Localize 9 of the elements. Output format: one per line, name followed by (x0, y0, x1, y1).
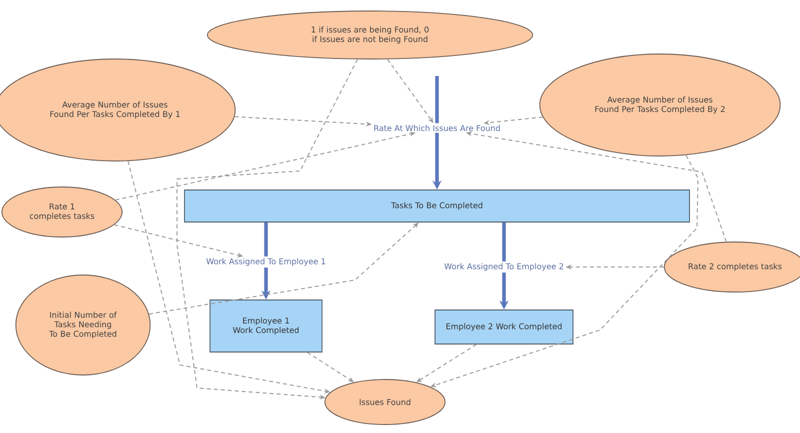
flow-pipe (435, 76, 439, 124)
flow-label: Rate At Which Issues Are Found (372, 123, 502, 133)
stock-box: Tasks To Be Completed (184, 190, 690, 222)
flow-pipe (264, 222, 268, 256)
stock-box: Employee 2 Work Completed (434, 310, 574, 344)
flow-label: Work Assigned To Employee 2 (442, 262, 566, 272)
flow-label: Work Assigned To Employee 1 (204, 256, 328, 268)
stock-box: Employee 1 Work Completed (210, 300, 322, 352)
flow-pipe (502, 222, 506, 262)
